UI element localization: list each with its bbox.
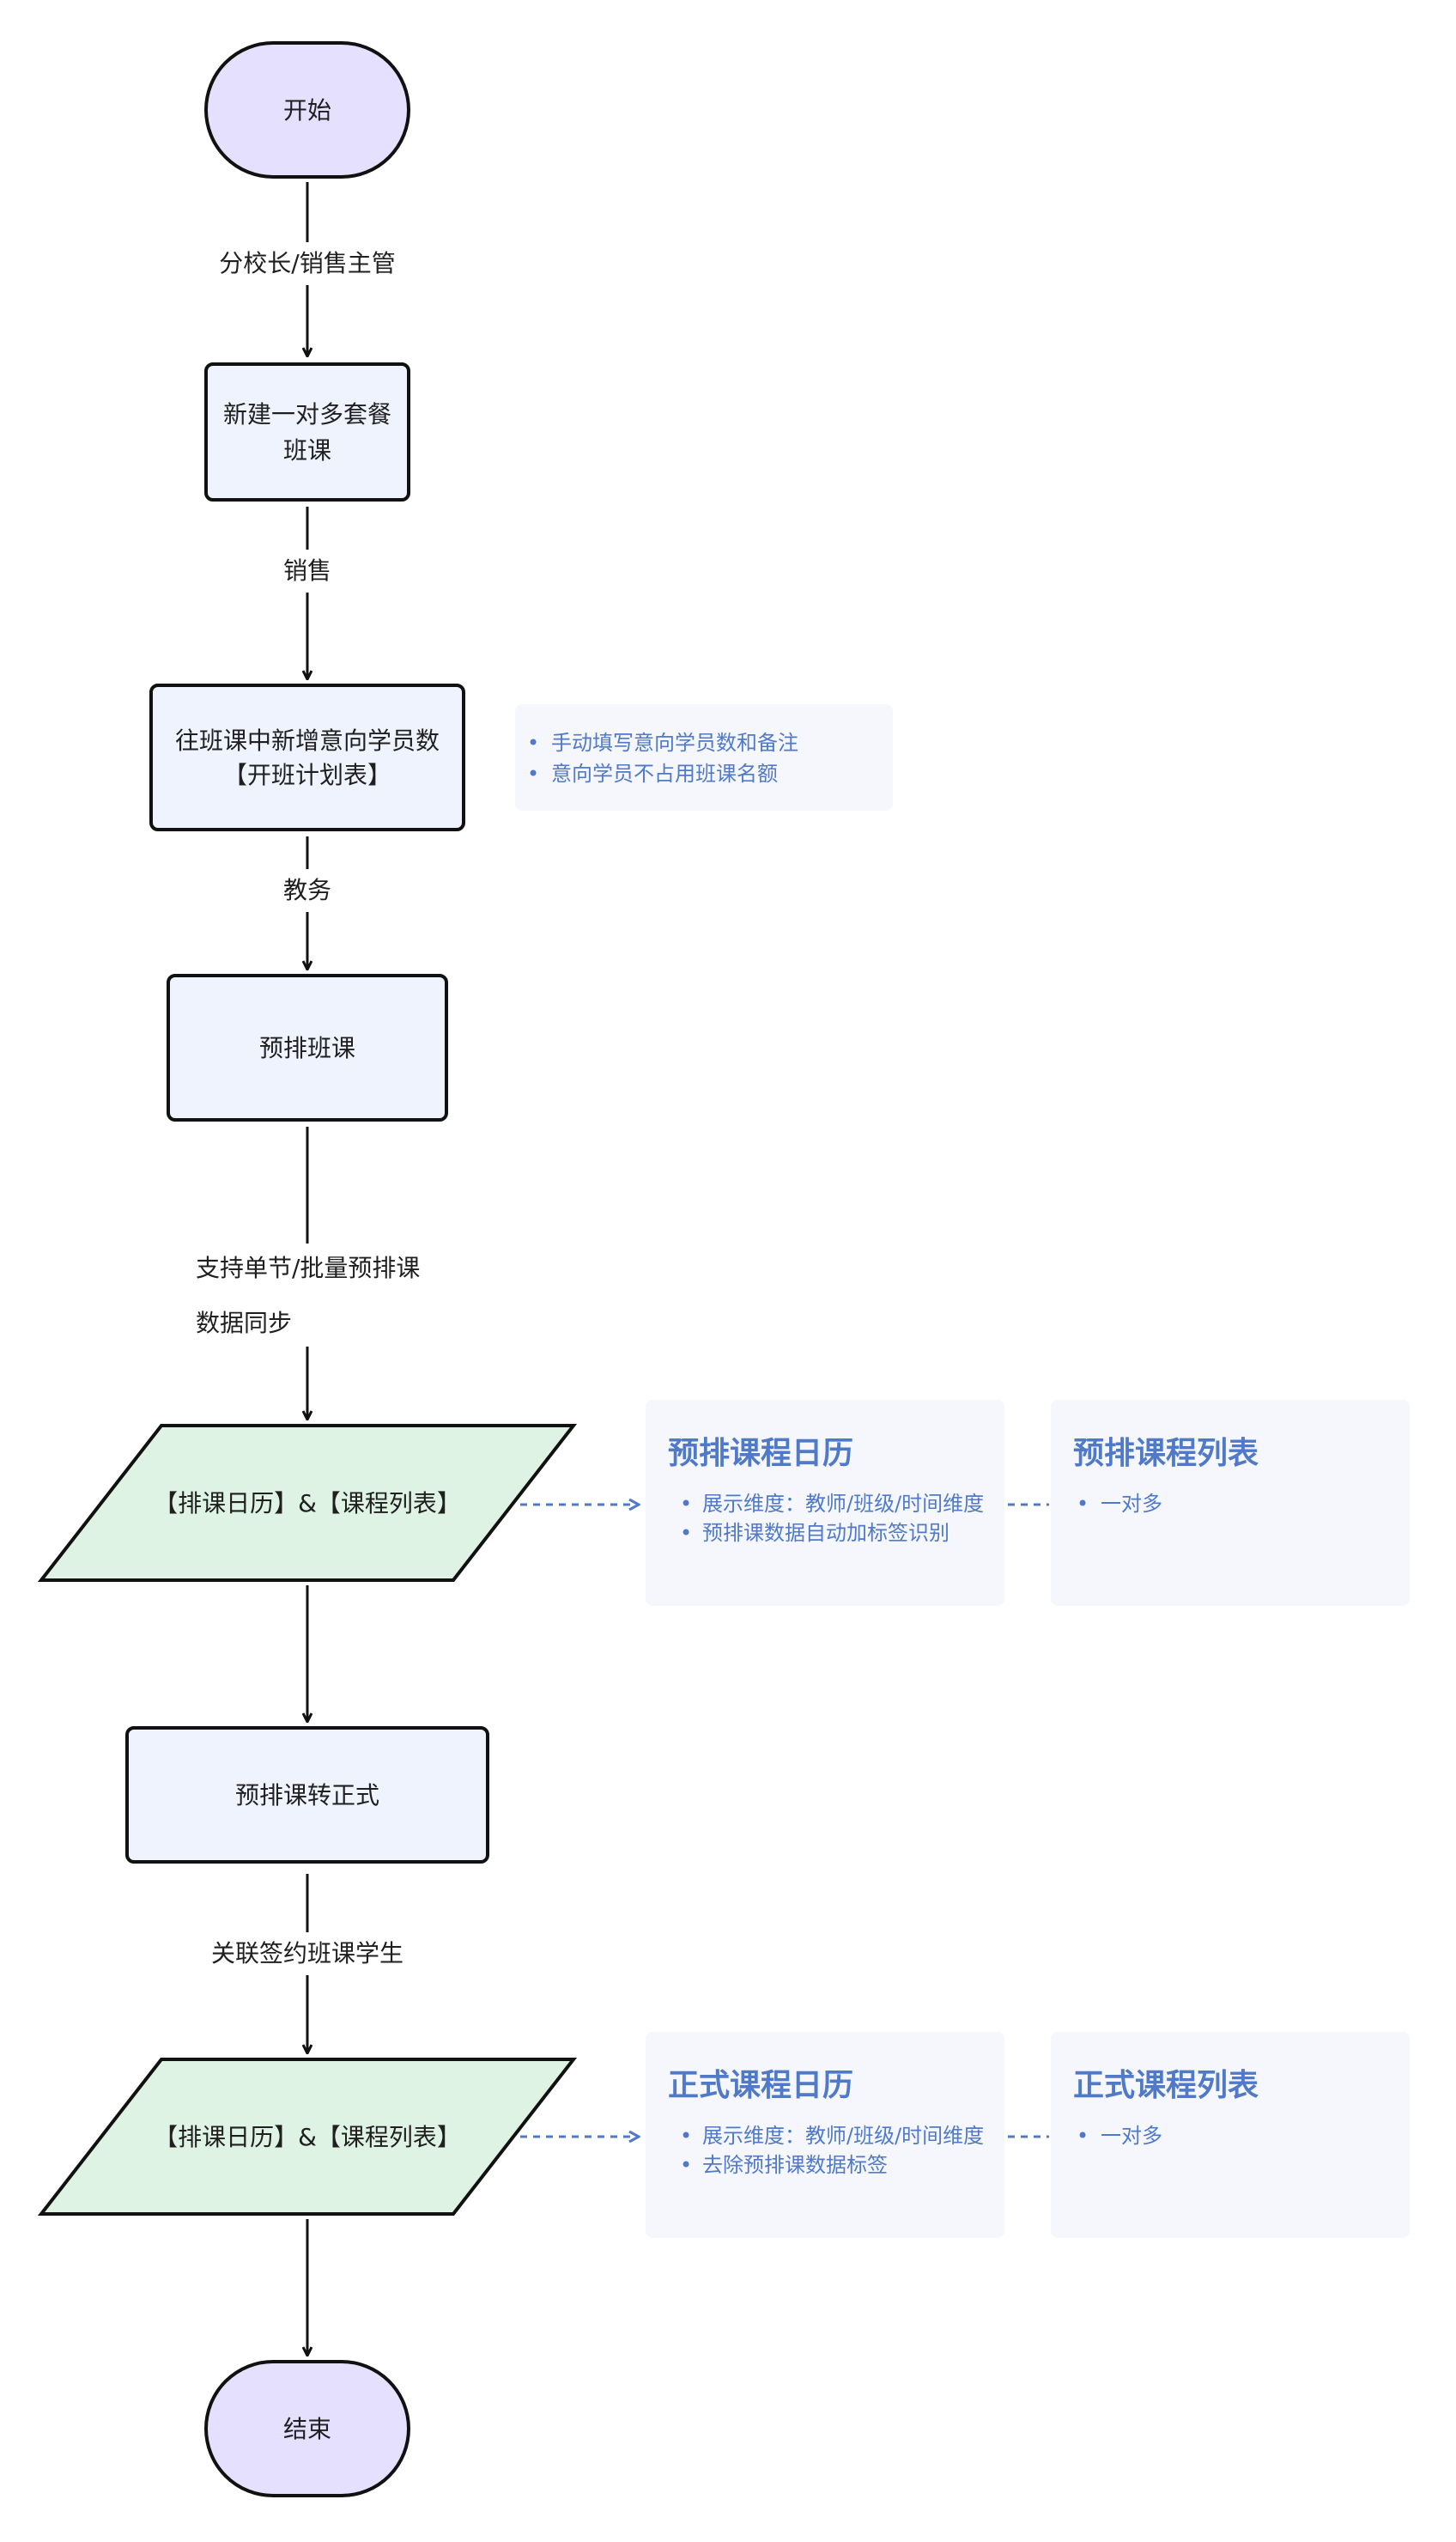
end-label: 结束: [283, 2415, 331, 2443]
node-calendar-list-data-1: 【排课日历】&【课程列表】: [37, 1424, 578, 1582]
note-formal-list-title: 正式课程列表: [1073, 2068, 1259, 2103]
note-formal-calendar-item-1: 展示维度：教师/班级/时间维度: [702, 2124, 984, 2148]
note-bullet: •: [680, 1492, 692, 1516]
note-bullet: •: [527, 731, 539, 755]
create-class-label-line2: 班课: [283, 436, 331, 465]
note-intent-item-1: 手动填写意向学员数和备注: [551, 731, 798, 755]
add-intent-label-line1: 往班课中新增意向学员数: [175, 727, 440, 755]
data1-label: 【排课日历】&【课程列表】: [154, 1489, 461, 1517]
add-intent-label-line2: 【开班计划表】: [223, 761, 391, 789]
note-formal-list: 正式课程列表 • 一对多: [1051, 2032, 1410, 2238]
note-bullet: •: [680, 2153, 692, 2177]
note-formal-calendar-title: 正式课程日历: [668, 2068, 853, 2103]
note-pre-calendar-title: 预排课程日历: [668, 1436, 853, 1471]
edge-label-data-sync: 数据同步: [196, 1309, 292, 1337]
note-bullet: •: [680, 2124, 692, 2148]
convert-label: 预排课转正式: [235, 1781, 379, 1809]
note-pre-calendar-item-2: 预排课数据自动加标签识别: [702, 1521, 949, 1545]
create-class-label-line1: 新建一对多套餐: [223, 400, 391, 429]
note-intent-item-2: 意向学员不占用班课名额: [551, 762, 778, 786]
note-formal-calendar-item-2: 去除预排课数据标签: [702, 2153, 888, 2177]
note-formal-list-item-1: 一对多: [1101, 2124, 1162, 2148]
note-bullet: •: [680, 1521, 692, 1545]
note-bullet: •: [1077, 2124, 1089, 2148]
note-pre-list-item-1: 一对多: [1101, 1492, 1162, 1516]
node-add-intent-students: 往班课中新增意向学员数 【开班计划表】: [149, 684, 465, 831]
note-intent-students: • 手动填写意向学员数和备注 • 意向学员不占用班课名额: [515, 704, 893, 811]
node-pre-schedule: 预排班课: [167, 974, 448, 1122]
node-convert-formal: 预排课转正式: [125, 1726, 489, 1864]
edge-label-batch-preschedule: 支持单节/批量预排课: [196, 1254, 420, 1282]
pre-schedule-label: 预排班课: [259, 1034, 355, 1062]
node-end: 结束: [204, 2360, 410, 2497]
note-bullet: •: [1077, 1492, 1089, 1516]
node-start: 开始: [204, 41, 410, 179]
edge-label-bg-2: [275, 550, 340, 593]
note-formal-calendar: 正式课程日历 • 展示维度：教师/班级/时间维度 • 去除预排课数据标签: [646, 2032, 1004, 2238]
note-pre-list: 预排课程列表 • 一对多: [1051, 1400, 1410, 1606]
start-label: 开始: [283, 96, 331, 125]
note-pre-calendar: 预排课程日历 • 展示维度：教师/班级/时间维度 • 预排课数据自动加标签识别: [646, 1400, 1004, 1606]
note-pre-calendar-item-1: 展示维度：教师/班级/时间维度: [702, 1492, 984, 1516]
node-calendar-list-data-2: 【排课日历】&【课程列表】: [37, 2058, 578, 2216]
edge-label-bg-6: [203, 1932, 412, 1975]
edge-label-bg-4: [189, 1244, 426, 1347]
edge-label-bg-3: [275, 869, 340, 912]
edge-label-link-students: 关联签约班课学生: [211, 1939, 403, 1967]
note-pre-list-title: 预排课程列表: [1073, 1436, 1259, 1471]
note-bullet: •: [527, 762, 539, 786]
edge-label-bg-1: [206, 242, 409, 285]
edge-label-branch-sales-manager: 分校长/销售主管: [219, 249, 395, 277]
edge-label-academic: 教务: [283, 876, 331, 904]
node-create-class: 新建一对多套餐 班课: [204, 362, 410, 502]
data2-label: 【排课日历】&【课程列表】: [154, 2123, 461, 2151]
edge-label-sales: 销售: [283, 556, 331, 585]
